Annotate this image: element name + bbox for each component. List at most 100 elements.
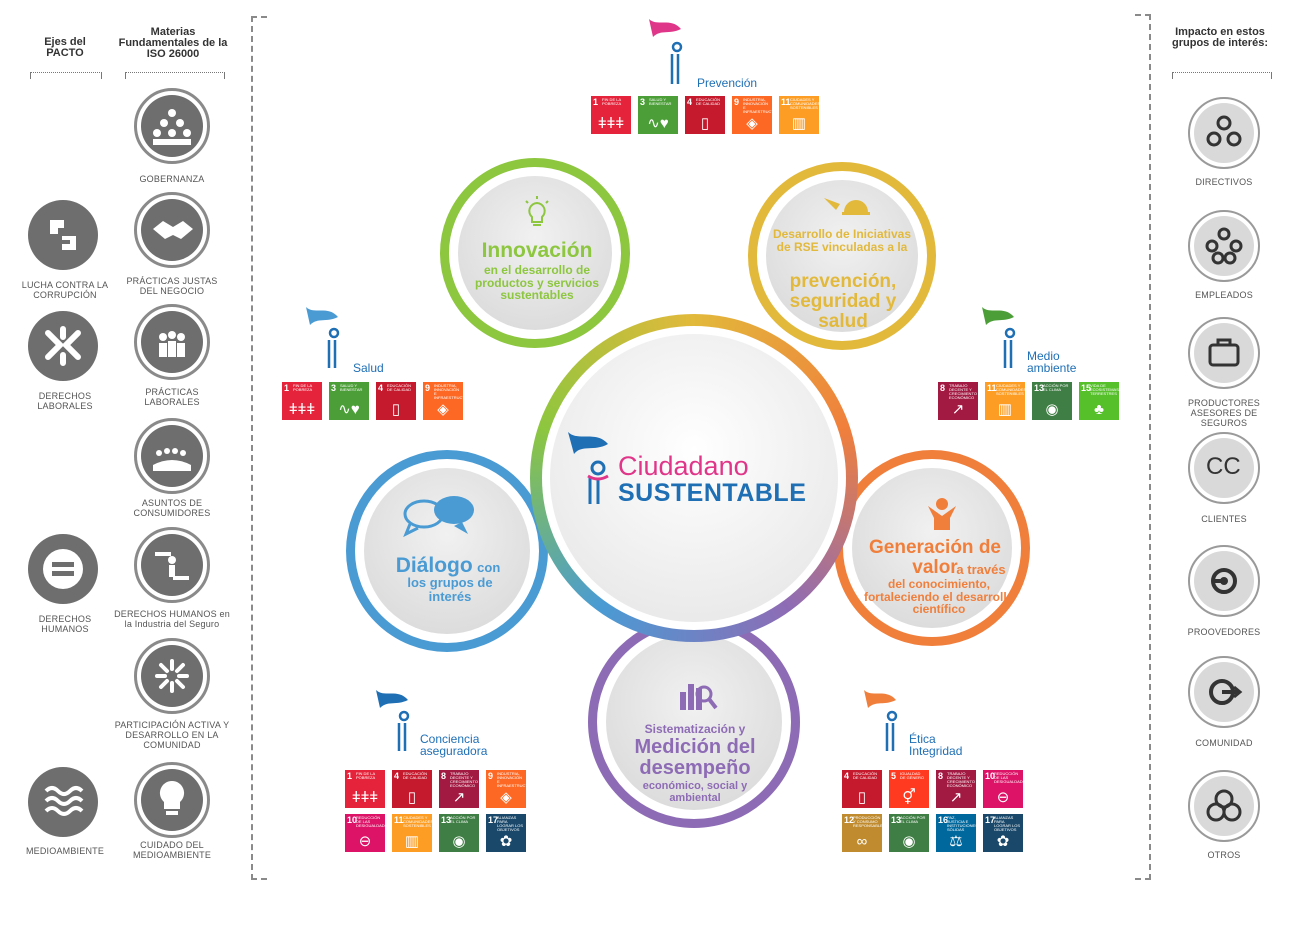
innovacion-circle [440,158,630,348]
sdg-glyph-icon: ▥ [997,401,1013,418]
group-label-5: COMUNIDAD [1195,738,1253,748]
sdg-glyph-icon: ◈ [437,401,449,418]
briefcase-icon [1188,317,1260,389]
sdg-number: 8 [441,771,447,781]
valor-body: del conocimiento, fortaleciendo el desar… [863,577,1015,617]
person-raising-arms-icon [928,498,956,530]
human-rights-icon [28,534,98,604]
sdg-number: 15 [1081,383,1092,393]
sdg-number: 12 [844,815,855,825]
group-label-0: DIRECTIVOS [1195,177,1253,187]
medicion-pre: Sistematización y [644,722,746,736]
iso-header: Materias Fundamentales de la ISO 26000 [118,26,228,60]
sdg-title: ALIANZAS PARA LOGRAR LOS OBJETIVOS [497,815,524,832]
innovacion-body: en el desarrollo de productos y servicio… [474,263,600,303]
hard-hat-icon [824,198,870,215]
labor-rights-icon [28,311,98,381]
pacto-header: Ejes del PACTO [44,36,86,59]
sdg-number: 17 [488,815,499,825]
sdg-title: ACCIÓN POR EL CLIMA [450,815,476,824]
impact-header: Impacto en estos grupos de interés: [1172,26,1268,49]
sdg-glyph-icon: ǂǂǂ [351,789,379,806]
sdg-glyph-icon: ◈ [500,789,512,806]
sdg-title: REDUCCIÓN DE LAS DESIGUALDADES [356,815,391,828]
sdg-title: INDUSTRIA, INNOVACIÓN E INFRAESTRUCTURA [434,383,474,400]
sdg-number: 5 [891,771,897,781]
sdg-title: TRABAJO DECENTE Y CRECIMIENTO ECONÓMICO [450,771,478,788]
sdg-number: 13 [441,815,452,825]
dialogo-title-line: Diálogo con [378,554,518,577]
group-label-6: OTROS [1207,850,1241,860]
sdg-glyph-icon: ↗ [949,789,963,806]
sdg-number: 1 [284,383,290,393]
sdg-glyph-icon: ▥ [791,115,807,132]
community-icon [1188,656,1260,728]
iso-label-0: GOBERNANZA [139,174,205,184]
iso-label-1: PRÁCTICAS JUSTAS DEL NEGOCIO [126,276,218,296]
innovacion-title: Innovación [481,239,593,262]
etica-flag-icon [864,690,898,751]
sdg-title: ALIANZAS PARA LOGRAR LOS OBJETIVOS [994,815,1021,832]
sdg-number: 17 [985,815,996,825]
clients-icon: CC [1188,432,1260,504]
conciencia-flag-label: Conciencia aseguradora [420,732,488,758]
sdg-number: 1 [347,771,353,781]
sdg-number: 11 [987,383,997,393]
sdg-number: 3 [331,383,337,393]
sdg-glyph-icon: ◉ [902,833,916,850]
medio-ambiente-flag-label: Medio ambiente [1027,349,1077,375]
diagram-frame-right [1135,14,1151,880]
etica-flag-label: Ética Integridad [909,732,963,758]
dialogo-body: los grupos de interés [407,575,493,604]
employees-icon [1188,210,1260,282]
sdg-title: FIN DE LA POBREZA [602,97,622,106]
prevencion-pre: Desarrollo de Iniciativas de RSE vincula… [772,227,912,254]
dialogue-bubbles-icon [403,496,474,538]
prevencion-big: prevención, seguridad y salud [789,271,897,332]
sdg-glyph-icon: ⊖ [996,789,1010,806]
medio-ambiente-flag-icon [982,307,1016,368]
sdg-number: 10 [347,815,358,825]
handshake-icon [134,192,210,268]
sdg-title: TRABAJO DECENTE Y CRECIMIENTO ECONÓMICO [947,771,975,788]
sdg-glyph-icon: ⊖ [358,833,372,850]
sdg-glyph-icon: ⚥ [902,789,916,806]
ciudadano-text: Ciudadano [618,451,749,481]
sdg-title: INDUSTRIA, INNOVACIÓN E INFRAESTRUCTURA [497,771,537,788]
svg-text:CC: CC [1206,453,1241,480]
medicion-body: económico, social y ambiental [642,780,748,804]
pacto-label-1: DERECHOS LABORALES [37,391,93,411]
conciencia-flag-icon [376,690,410,751]
anti-corruption-icon [28,200,98,270]
valor-title-line: Generación de valor [869,537,1001,578]
prevencion-circle [748,162,936,350]
sdg-title: TRABAJO DECENTE Y CRECIMIENTO ECONÓMICO [949,383,977,400]
dialogo-title: Diálogo [395,554,473,577]
sdg-glyph-icon: ↗ [951,401,965,418]
salud-flag-label: Salud [353,361,384,375]
sdg-glyph-icon: ∞ [856,833,868,850]
sdg-number: 9 [425,383,431,393]
sdg-number: 3 [640,97,646,107]
sdg-title: SALUD Y BIENESTAR [340,383,363,392]
ciudadano-logo-icon [568,432,609,504]
iso-header-divider [125,72,225,79]
sdg-number: 4 [394,771,400,781]
